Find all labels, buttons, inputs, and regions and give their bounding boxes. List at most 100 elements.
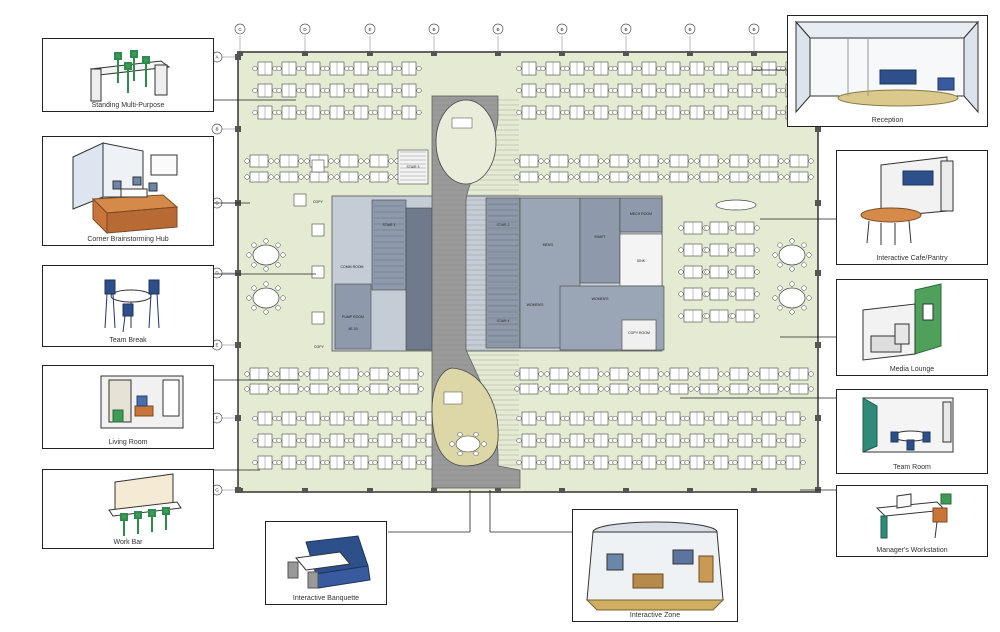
chair [732, 65, 738, 72]
managers-workstation-sketch [875, 493, 952, 539]
chair [348, 87, 354, 94]
chair [800, 459, 806, 466]
chair [420, 459, 426, 466]
chair [724, 386, 730, 392]
column-marker [235, 54, 241, 60]
chair [540, 415, 546, 422]
grid-label: B [624, 27, 627, 32]
chair [688, 158, 694, 164]
column-marker [815, 126, 821, 132]
chair [516, 65, 522, 72]
grid-label: F [216, 416, 219, 421]
grid-bubble [556, 23, 568, 35]
chair [252, 109, 258, 116]
chair [300, 437, 306, 444]
chair [612, 415, 618, 422]
chair [808, 158, 814, 164]
vignette-reception: Reception [787, 15, 988, 127]
chair [274, 371, 280, 377]
chair [263, 266, 269, 272]
chair [252, 65, 258, 72]
small-table [311, 223, 325, 237]
vignette-work-bar: Work Bar [42, 469, 214, 549]
grid-label: E [215, 343, 218, 348]
chair [694, 174, 700, 180]
chair [660, 437, 666, 444]
column-marker [815, 270, 821, 276]
chair [244, 371, 250, 377]
chair [678, 225, 684, 231]
chair [251, 242, 257, 248]
chair [604, 371, 610, 377]
chair [274, 158, 280, 164]
vignette-caption: Interactive Cafe/Pantry [876, 255, 948, 262]
grid-bubble [299, 23, 311, 35]
mech-room [619, 197, 663, 233]
room-label: STAIR 4 [497, 319, 510, 323]
chair [612, 437, 618, 444]
chair [540, 87, 546, 94]
chair [718, 371, 724, 377]
chair [694, 158, 700, 164]
vignette-living-room: Living Room [42, 365, 214, 449]
sink-room [619, 233, 663, 287]
chair [334, 371, 340, 377]
chair [636, 65, 642, 72]
chair [730, 291, 736, 297]
media-lounge-sketch [862, 283, 942, 361]
chair [246, 295, 252, 301]
chair [756, 87, 762, 94]
chair [754, 371, 760, 377]
chair [684, 65, 690, 72]
grid-label: D [303, 27, 307, 32]
column-marker [237, 51, 243, 56]
chair [780, 87, 786, 94]
chair [300, 459, 306, 466]
chair [801, 262, 807, 268]
chair [588, 87, 594, 94]
chair [280, 252, 286, 258]
chair [612, 87, 618, 94]
vignette-caption: Team Room [893, 464, 931, 471]
chair [252, 437, 258, 444]
chair [473, 450, 479, 457]
stair-3 [485, 197, 521, 349]
chair [634, 371, 640, 377]
chair [348, 109, 354, 116]
column-marker [751, 51, 757, 56]
chair [756, 437, 762, 444]
chair [756, 459, 762, 466]
chair [678, 291, 684, 297]
chair [732, 437, 738, 444]
chair [275, 242, 281, 248]
chair [244, 386, 250, 392]
chair [574, 158, 580, 164]
column-marker [235, 415, 241, 421]
chair [252, 459, 258, 466]
chair [394, 371, 400, 377]
chair [660, 87, 666, 94]
chair [704, 313, 710, 319]
chair [754, 225, 760, 231]
conference-table [252, 287, 280, 309]
chair [664, 371, 670, 377]
chair [514, 158, 520, 164]
chair [457, 431, 463, 438]
chair [754, 158, 760, 164]
column-marker [623, 488, 629, 493]
chair [636, 109, 642, 116]
chair [718, 386, 724, 392]
chair [634, 158, 640, 164]
chair [684, 109, 690, 116]
copy-room [621, 319, 657, 351]
chair [540, 437, 546, 444]
room-label: SINK [637, 259, 646, 263]
chair [396, 437, 402, 444]
chair [612, 459, 618, 466]
chair [324, 459, 330, 466]
column-marker [495, 51, 501, 56]
chair [372, 437, 378, 444]
column-marker [559, 488, 565, 493]
chair [268, 174, 274, 180]
chair [544, 174, 550, 180]
